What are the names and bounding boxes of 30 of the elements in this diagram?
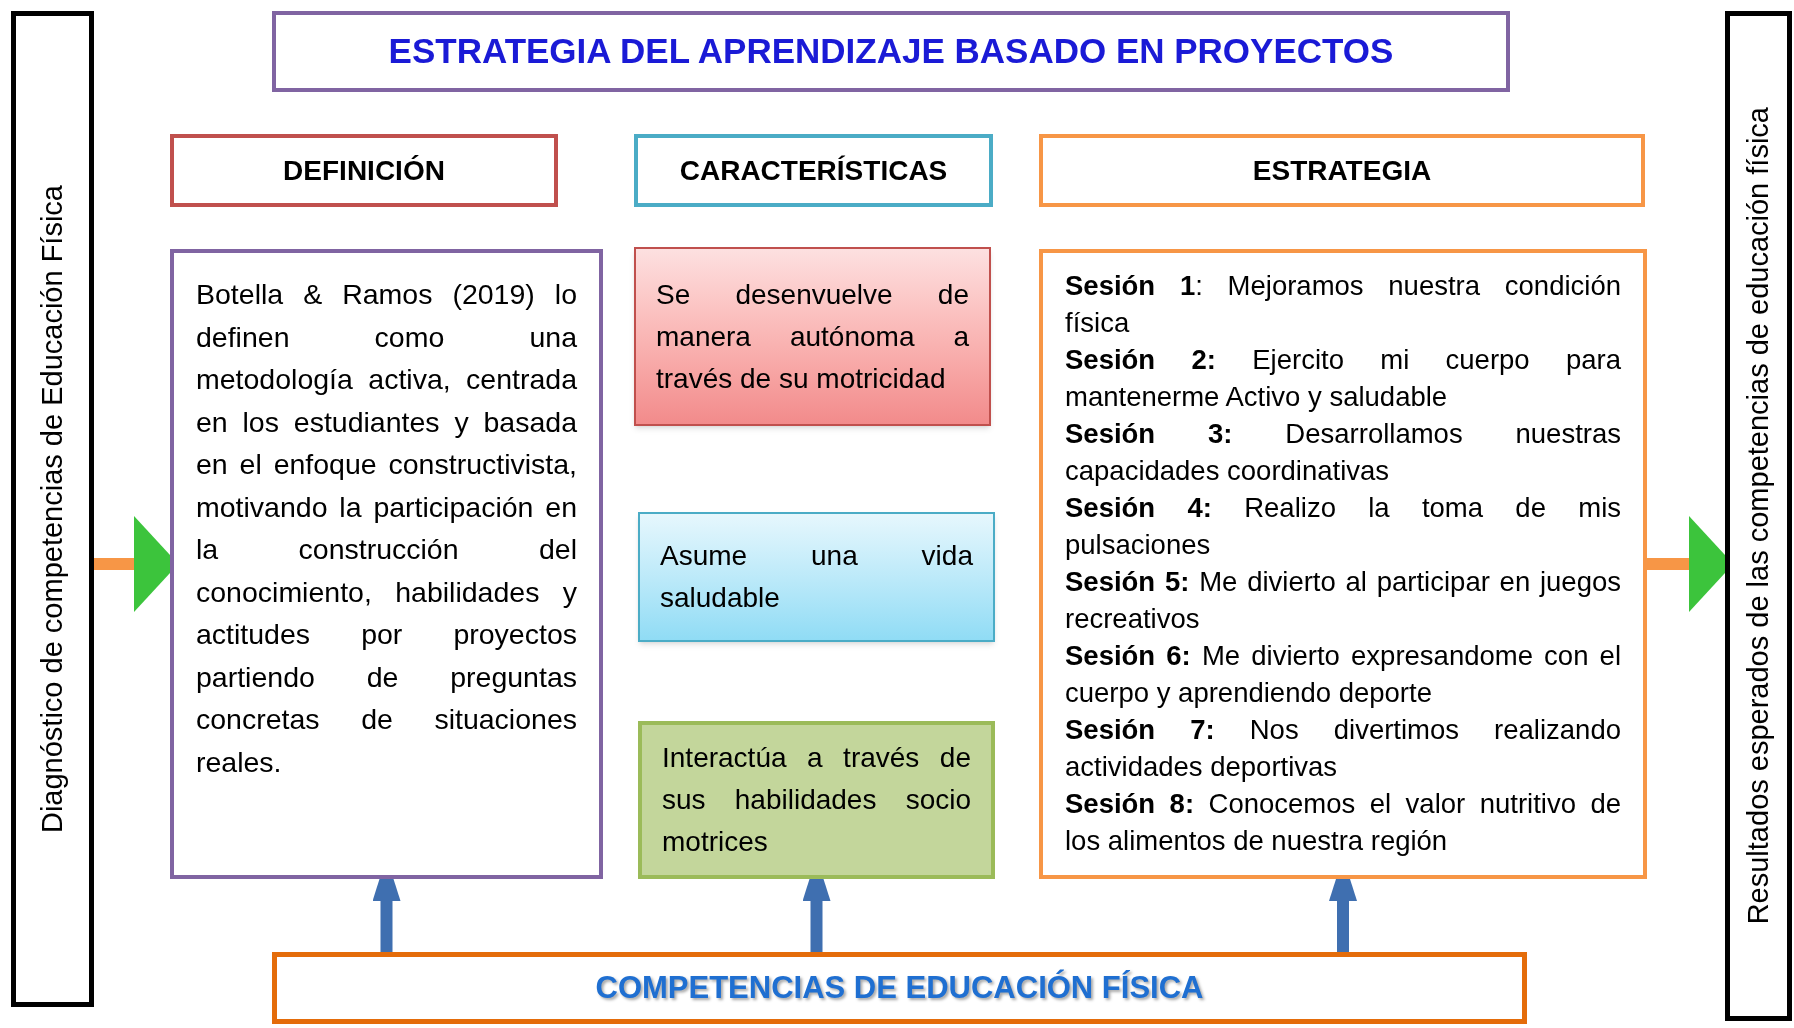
session-text: Sesión 7: Nos divertimos realizando actividades deportivas: [1065, 713, 1621, 784]
side-panel: [1725, 11, 1792, 1021]
session-text: Sesión 6: Me divierto expresandome con el cuerpo y aprendiendo deporte: [1065, 639, 1621, 710]
characteristic-text: Se desenvuelve de manera autónoma a través de su motricidad: [656, 277, 969, 396]
session-text: Sesión 4: Realizo la toma de mis pulsaciones: [1065, 491, 1621, 562]
header-label: DEFINICIÓN: [283, 153, 445, 188]
characteristic-box: [634, 247, 991, 426]
session-text: Sesión 5: Me divierto al participar en juegos recreativos: [1065, 565, 1621, 636]
side-panel: [11, 11, 94, 1007]
characteristic-box: [638, 721, 995, 879]
session-text: Sesión 3: Desarrollamos nuestras capacidades coordinativas: [1065, 417, 1621, 488]
header-box: [170, 134, 558, 207]
header-box: [1039, 134, 1645, 207]
definition-box: [170, 249, 603, 879]
title: ESTRATEGIA DEL APRENDIZAJE BASADO EN PROYECTOS: [388, 30, 1394, 73]
header-box: [634, 134, 993, 207]
session-text: Sesión 8: Conocemos el valor nutritivo de los alimentos de nuestra región: [1065, 787, 1621, 858]
header-label: CARACTERÍSTICAS: [679, 153, 948, 188]
definition-text: Botella & Ramos (2019) lo definen como una metodología activa, centrada en los estudiantes y basada en el enfoque constructivista, motivando la participación en la construcción del conocimiento, habilidades y actitudes por proyectos partiendo de preguntas concretas de situaciones reales.: [196, 277, 577, 780]
characteristic-text: Interactúa a través de sus habilidades socio motrices: [662, 741, 971, 859]
side-label: Resultados esperados de las competencias de educación física: [1740, 107, 1775, 925]
characteristic-text: Asume una vida saludable: [660, 539, 973, 615]
session-text: Sesión 2: Ejercito mi cuerpo para mantenerme Activo y saludable: [1065, 343, 1621, 414]
characteristic-box: [638, 512, 995, 642]
competencies-label: COMPETENCIAS DE EDUCACIÓN FÍSICA: [595, 968, 1204, 1007]
session-text: Sesión 1: Mejoramos nuestra condición física: [1065, 269, 1621, 340]
header-label: ESTRATEGIA: [1252, 153, 1432, 188]
strategy-box: [1039, 249, 1647, 879]
competencies-box: [272, 952, 1527, 1024]
side-label: Diagnóstico de competencias de Educación Física: [34, 185, 69, 833]
